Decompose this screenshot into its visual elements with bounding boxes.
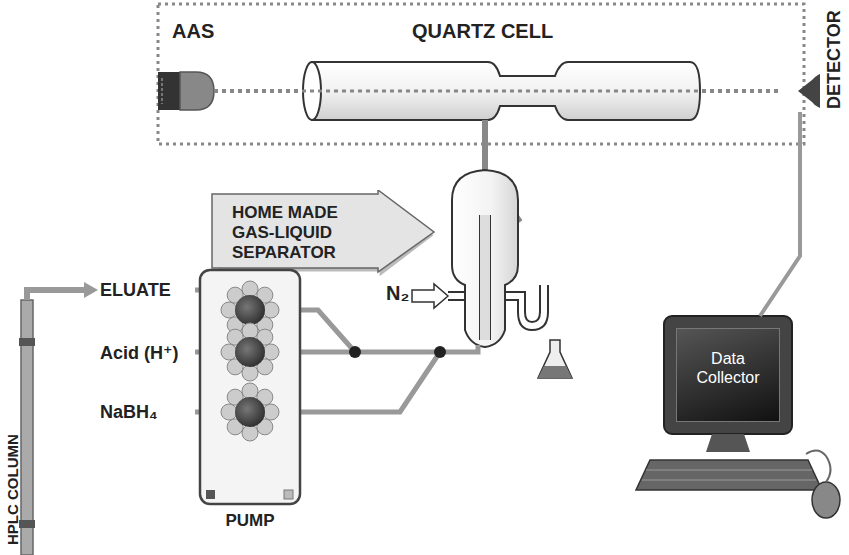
lamp-label: AAS	[172, 20, 214, 43]
roller	[242, 281, 258, 297]
roller	[242, 323, 258, 339]
pump-button	[206, 490, 215, 499]
stream-label: Acid (H⁺)	[100, 342, 179, 364]
roller	[221, 404, 237, 420]
signal-wire	[760, 112, 800, 316]
rotor-hub	[235, 295, 265, 325]
roller	[263, 344, 279, 360]
roller	[221, 302, 237, 318]
detector-symbol: DETECTOR	[780, 4, 848, 164]
flow-lines	[195, 290, 478, 412]
detector-label: DETECTOR	[824, 10, 845, 109]
junction-dot	[434, 346, 446, 358]
cell-label: QUARTZ CELL	[412, 20, 553, 43]
stream-label: ELUATE	[100, 280, 171, 301]
waste-flask	[538, 340, 572, 378]
gas-label: N₂	[386, 282, 409, 305]
gas-liquid-separator	[448, 170, 548, 347]
node-text: Data Collector	[683, 349, 773, 387]
pump-label: PUMP	[198, 511, 302, 531]
hplc-column	[19, 282, 98, 555]
pump-rotor	[221, 383, 279, 441]
pump-box: PUMP	[198, 268, 302, 538]
callout-arrow: HOME MADE GAS-LIQUID SEPARATOR	[210, 190, 440, 276]
arrow-face	[212, 190, 434, 272]
computer	[636, 316, 840, 518]
pump-rotor	[221, 281, 279, 339]
gas-inlet-arrow	[412, 284, 448, 308]
pump-button	[284, 490, 293, 499]
quartz-cell	[214, 62, 700, 120]
roller	[263, 404, 279, 420]
optics-enclosure	[158, 4, 804, 144]
roller	[263, 302, 279, 318]
pump-drawing	[198, 268, 302, 508]
node-text: HOME MADE GAS-LIQUID SEPARATOR	[232, 203, 382, 263]
roller	[242, 383, 258, 399]
roller	[242, 425, 258, 441]
roller	[221, 344, 237, 360]
rotor-hub	[235, 337, 265, 367]
monitor-screen: Data Collector	[676, 328, 780, 422]
stream-label: NaBH₄	[100, 402, 158, 423]
detector-icon	[780, 4, 820, 124]
pump-rotor	[221, 323, 279, 381]
rotor-hub	[235, 397, 265, 427]
detector-body	[798, 73, 820, 109]
lamp-symbol	[158, 72, 214, 110]
pump-housing	[200, 270, 300, 504]
junction-dot	[349, 346, 361, 358]
roller	[242, 365, 258, 381]
column-label: HPLC COLUMN	[4, 434, 21, 545]
roller	[242, 323, 258, 339]
